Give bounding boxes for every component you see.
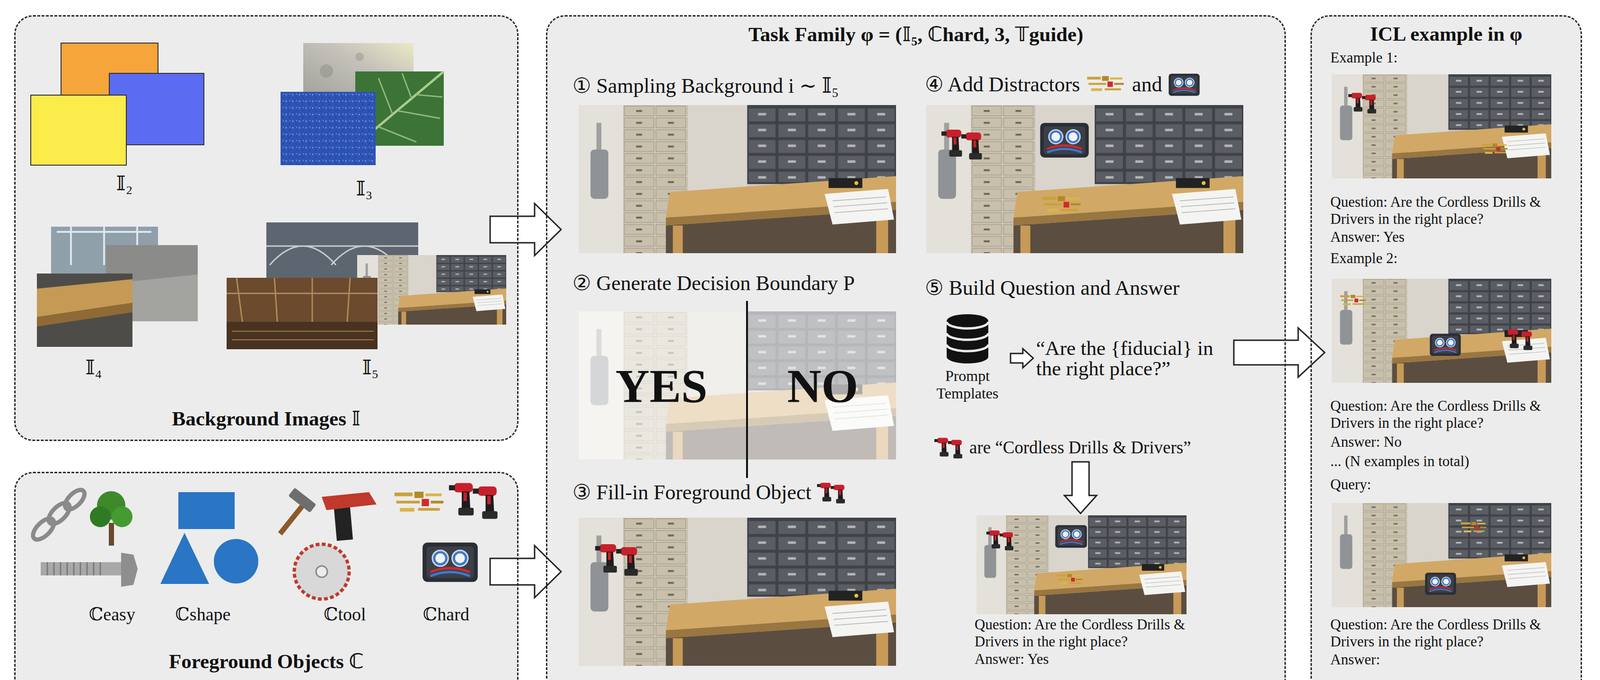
step-heading: ① Sampling Background i ∼ 𝕀₅ (572, 73, 899, 98)
set-label: ℂhard (422, 604, 470, 625)
note-text: ... (N examples in total) (1330, 452, 1470, 470)
panel-fill (15, 16, 1582, 680)
database-label: Prompt Templates (927, 367, 1008, 403)
step-heading: and (1132, 72, 1163, 97)
step-heading: ③ Fill-in Foreground Object (572, 479, 812, 505)
block-arrow (490, 545, 562, 598)
object-name-box: are “Cordless Drills & Drivers” (934, 434, 1238, 460)
step-heading: ⑤ Build Question and Answer (924, 275, 1257, 300)
group-panel: ICL example in φ Example 1: Question: Are … (1310, 15, 1583, 680)
question-text: Question: Are the Cordless Drills & Driv… (1330, 615, 1572, 651)
step-box: ③ Fill-in Foreground Object (572, 479, 899, 505)
question-text: Question: Are the Cordless Drills & Driv… (1330, 193, 1572, 229)
template-text: “Are the {fiducial} in the right place?” (1036, 337, 1231, 379)
set-label: ℂtool (323, 604, 366, 625)
question-text: Question: Are the Cordless Drills & Driv… (1330, 397, 1572, 432)
qa-example: Question: Are the Cordless Drills & Driv… (974, 515, 1216, 672)
db-icon (943, 313, 992, 365)
step-heading: ② Generate Decision Boundary P (572, 270, 899, 296)
set-label: ℂshape (175, 604, 231, 625)
texture-images (280, 43, 444, 166)
set-label: ℂeasy (88, 604, 136, 625)
template-box: “Are the {fiducial} in the right place?” (1036, 337, 1231, 379)
block-arrow (490, 203, 562, 256)
example-images (1331, 74, 1552, 607)
object-icons (29, 483, 498, 599)
answer-text: Answer: (1330, 650, 1381, 669)
brass-symbol (1087, 76, 1124, 92)
floor-images (36, 226, 198, 347)
drill-icon (817, 479, 847, 505)
set-label: 𝕀₅ (361, 355, 379, 379)
panel-title: Foreground Objects ℂ (15, 649, 518, 673)
step-box: ① Sampling Background i ∼ 𝕀₅ (572, 73, 899, 98)
database-node: Prompt Templates (927, 313, 1008, 403)
gauge-icon (1167, 70, 1201, 98)
brass-icon (1085, 73, 1127, 96)
question-text: Question: Are the Cordless Drills & Driv… (974, 615, 1212, 651)
icl-example: Example 1: Question: Are the Cordless Dri… (1330, 49, 1579, 248)
set-label: 𝕀₄ (85, 355, 102, 379)
step-heading: ④ Add Distractors (924, 71, 1081, 97)
answer-text: Answer: Yes (1330, 228, 1405, 246)
icl-query: Query: Question: Are the Cordless Drills … (1330, 475, 1579, 675)
example-title: Example 1: (1330, 49, 1398, 67)
example-title: Query: (1330, 475, 1372, 493)
example-title: Example 2: (1330, 249, 1398, 267)
drill-symbol (817, 482, 845, 503)
group-panel: Foreground Objects ℂ (14, 471, 519, 680)
block-arrow (1064, 461, 1097, 514)
step-box: ⑤ Build Question and Answer (924, 275, 1257, 300)
icl-example: Example 2: Question: Are the Cordless Dri… (1330, 249, 1579, 451)
drill-symbol (934, 437, 963, 458)
group-panel: Task Family φ = (𝕀₅, ℂhard, 3, 𝕋guide) ① … (545, 15, 1286, 680)
region-label: NO (787, 358, 859, 414)
scene-images (226, 222, 507, 350)
answer-text: Answer: No (1330, 433, 1402, 451)
set-label: 𝕀₃ (355, 176, 373, 201)
panel-title: ICL example in φ (1311, 22, 1581, 46)
set-label: 𝕀₂ (115, 171, 133, 195)
step-box: ④ Add Distractors and (924, 70, 1275, 98)
panel-title: Background Images 𝕀 (15, 406, 518, 431)
region-label: YES (615, 358, 708, 414)
step-images (578, 105, 1244, 666)
object-name: are “Cordless Drills & Drivers” (969, 437, 1192, 458)
panel-title: Task Family φ = (𝕀₅, ℂhard, 3, 𝕋guide) (547, 22, 1285, 46)
color-patches (30, 43, 204, 166)
db-symbol (946, 314, 989, 364)
drill-icon (934, 434, 964, 460)
gauge-symbol (1169, 73, 1200, 97)
block-arrow (1010, 348, 1034, 368)
step-box: ② Generate Decision Boundary P (572, 270, 899, 296)
answer-text: Answer: Yes (974, 650, 1049, 668)
